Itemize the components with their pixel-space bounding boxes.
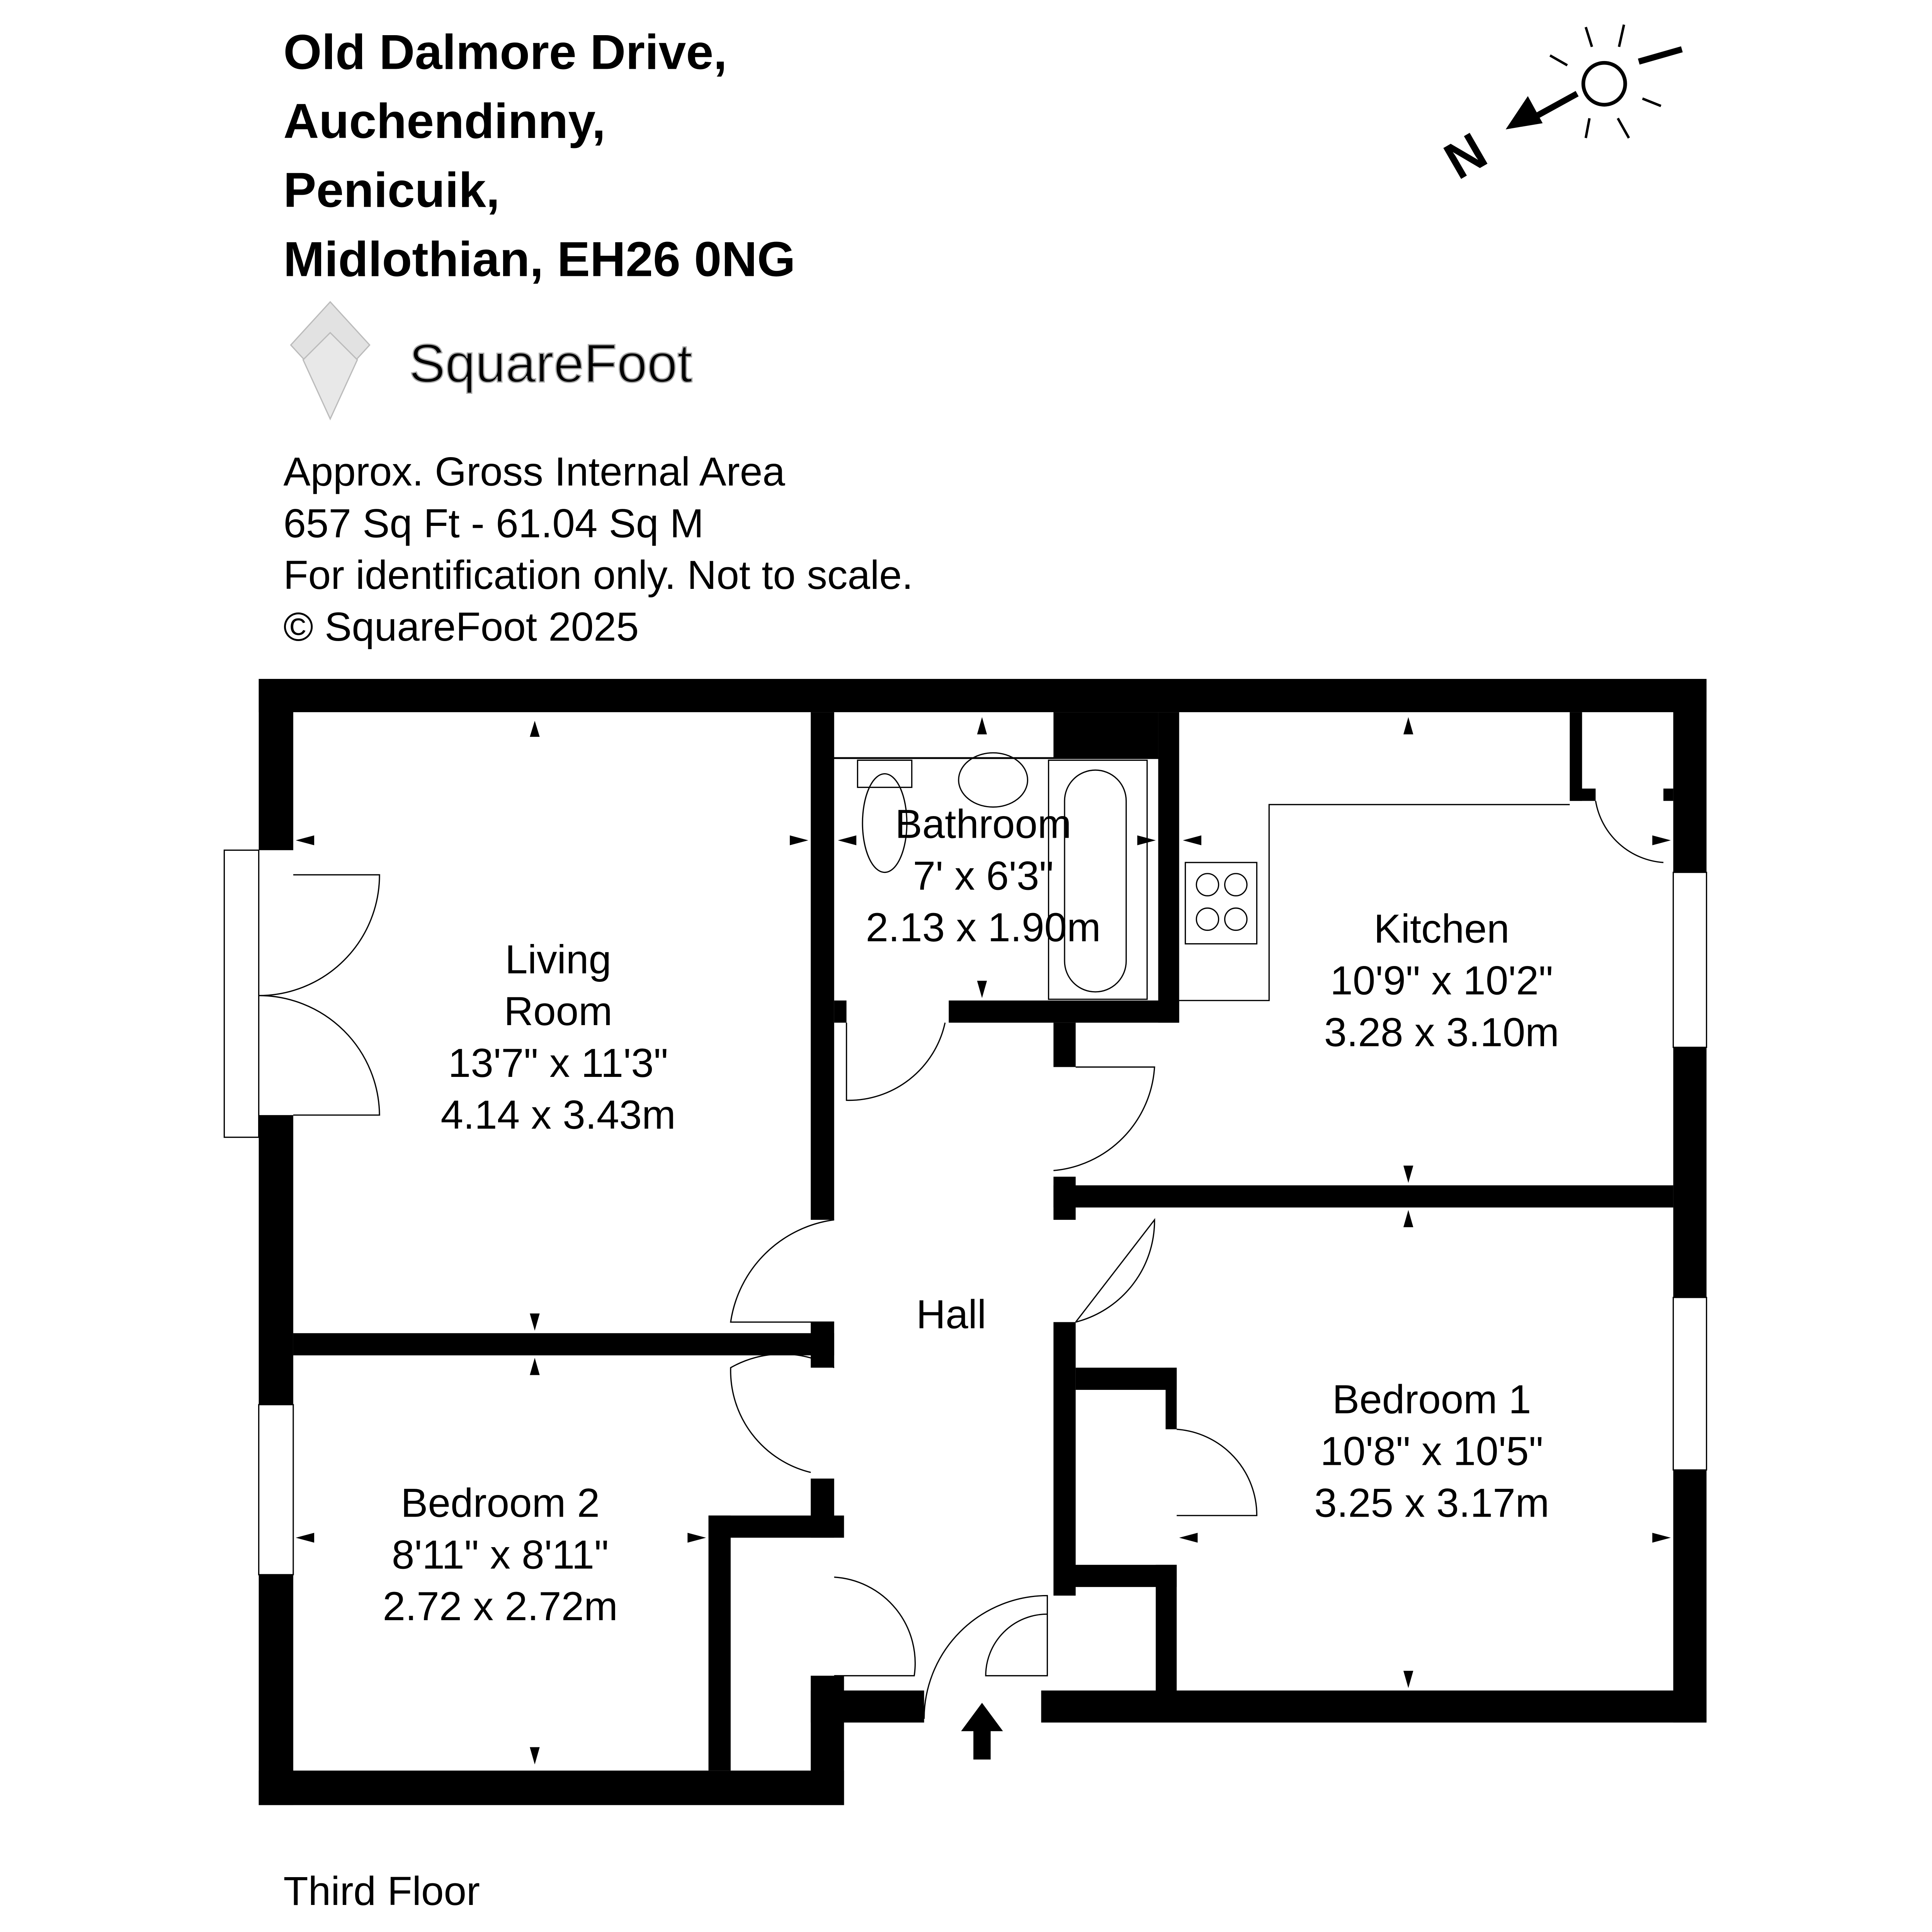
address-line-2: Auchendinny, <box>283 94 605 149</box>
room-name: Bedroom 1 <box>1332 1377 1531 1422</box>
room-imperial: 10'9" x 10'2" <box>1330 958 1553 1003</box>
walls <box>259 679 1707 1805</box>
windows <box>223 849 1708 1575</box>
dimension-arrows <box>296 717 1671 1765</box>
room-name: Bathroom <box>895 801 1071 847</box>
room-name: Bedroom 2 <box>401 1480 600 1526</box>
room-imperial: 13'7" x 11'3" <box>448 1041 668 1086</box>
room-bedroom-1: Bedroom 1 10'8" x 10'5" 3.25 x 3.17m <box>1314 1377 1549 1526</box>
room-metric: 2.72 x 2.72m <box>383 1584 617 1629</box>
area-value: 657 Sq Ft - 61.04 Sq M <box>283 501 704 546</box>
room-name: Living <box>505 937 611 982</box>
floor-label: Third Floor <box>283 1869 480 1914</box>
address-line-1: Old Dalmore Drive, <box>283 25 727 80</box>
room-metric: 4.14 x 3.43m <box>440 1092 675 1138</box>
room-name: Hall <box>916 1292 986 1337</box>
bath-icon <box>1048 759 1148 1000</box>
room-imperial: 7' x 6'3" <box>913 853 1054 898</box>
compass-icon: N <box>1435 24 1683 190</box>
room-living: Living Room 13'7" x 11'3" 4.14 x 3.43m <box>440 937 675 1138</box>
room-kitchen: Kitchen 10'9" x 10'2" 3.28 x 3.10m <box>1324 906 1559 1055</box>
room-bedroom-2: Bedroom 2 8'11" x 8'11" 2.72 x 2.72m <box>383 1480 617 1629</box>
fixtures <box>833 752 1570 1001</box>
room-hall: Hall <box>916 1292 986 1337</box>
area-heading: Approx. Gross Internal Area <box>283 449 785 494</box>
room-name: Kitchen <box>1374 906 1509 951</box>
squarefoot-logo: SquareFoot <box>290 301 693 421</box>
room-metric: 3.28 x 3.10m <box>1324 1010 1559 1055</box>
doors <box>259 801 1663 1719</box>
area-info: Approx. Gross Internal Area 657 Sq Ft - … <box>283 449 913 650</box>
room-metric: 2.13 x 1.90m <box>866 905 1100 950</box>
north-label: N <box>1435 122 1496 190</box>
disclaimer: For identification only. Not to scale. <box>283 553 913 598</box>
entrance-arrow-icon <box>961 1702 1003 1760</box>
room-metric: 3.25 x 3.17m <box>1314 1480 1549 1526</box>
toilet-icon <box>857 759 913 788</box>
address-line-3: Penicuik, <box>283 163 500 218</box>
logo-text: SquareFoot <box>409 333 692 394</box>
room-imperial: 10'8" x 10'5" <box>1320 1429 1543 1474</box>
address-line-4: Midlothian, EH26 0NG <box>283 232 795 287</box>
copyright: © SquareFoot 2025 <box>283 604 639 650</box>
address-block: Old Dalmore Drive, Auchendinny, Penicuik… <box>283 25 795 287</box>
room-name: Room <box>504 989 612 1034</box>
hob-icon <box>1185 862 1258 945</box>
sink-icon <box>958 752 1029 808</box>
room-imperial: 8'11" x 8'11" <box>392 1532 609 1577</box>
room-bathroom: Bathroom 7' x 6'3" 2.13 x 1.90m <box>866 801 1100 950</box>
